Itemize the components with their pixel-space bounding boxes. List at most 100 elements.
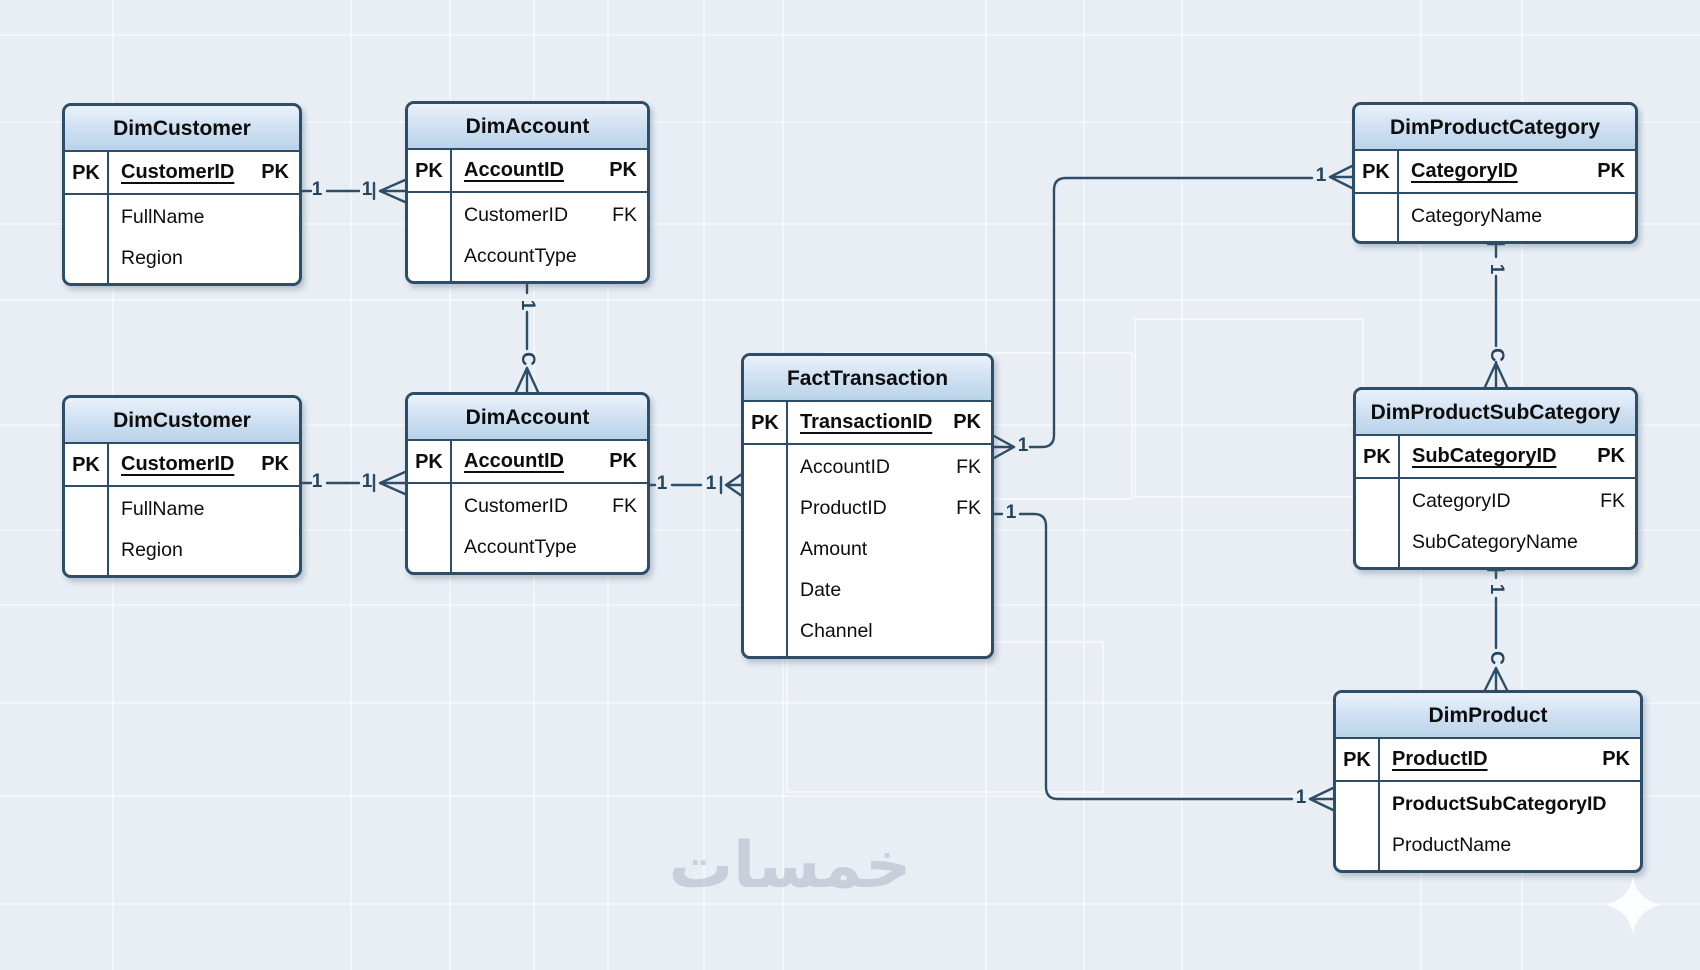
pk-column-empty (744, 445, 788, 656)
entity-dimproduct[interactable]: DimProduct PK ProductID PK ProductSubCat… (1333, 690, 1643, 873)
attribute-row: FullName (109, 197, 299, 238)
key-name: TransactionID (800, 411, 933, 433)
cardinality-label: 1 (1486, 583, 1507, 595)
table-title: FactTransaction (744, 356, 991, 402)
table-title: DimProduct (1336, 693, 1640, 739)
attribute-row: AccountType (452, 236, 647, 277)
key-tag: PK (1597, 445, 1625, 467)
pk-column-empty (65, 487, 109, 575)
key-tag: PK (261, 161, 289, 183)
attribute-row: Region (109, 238, 299, 279)
key-name: CustomerID (121, 453, 235, 475)
cardinality-label: 1 (361, 179, 373, 200)
grid-line (1083, 0, 1085, 970)
attribute-row: Amount (788, 529, 991, 570)
pk-column-label: PK (65, 152, 109, 195)
attribute-row: AccountType (452, 527, 647, 568)
cardinality-label: 1 (705, 473, 717, 494)
pk-column-empty (1356, 479, 1400, 567)
entity-dimaccount-bottom[interactable]: DimAccount PK AccountID PK CustomerID FK… (405, 392, 650, 575)
attribute-row: FullName (109, 489, 299, 530)
table-title: DimProductSubCategory (1356, 390, 1635, 436)
key-tag: PK (261, 453, 289, 475)
pk-column-label: PK (65, 444, 109, 487)
cardinality-label: C (517, 352, 538, 366)
cardinality-label: 1 (656, 473, 668, 494)
key-tag: PK (1597, 160, 1625, 182)
cardinality-label: 1 (1017, 435, 1029, 456)
grid-line (0, 702, 1700, 704)
attr-name: CustomerID (464, 204, 569, 226)
grid-line (0, 121, 1700, 123)
grid-line (350, 0, 352, 970)
attr-name: Region (121, 539, 183, 561)
attribute-row: ProductName (1380, 825, 1640, 866)
pk-column-empty (1355, 194, 1399, 241)
attribute-row: Channel (788, 611, 991, 652)
key-name: ProductID (1392, 748, 1488, 770)
attribute-row: CategoryName (1399, 196, 1635, 237)
cardinality-label: 1 (1315, 165, 1327, 186)
attr-name: CategoryName (1411, 205, 1543, 227)
key-tag: PK (1602, 748, 1630, 770)
entity-dimproductcategory[interactable]: DimProductCategory PK CategoryID PK Cate… (1352, 102, 1638, 244)
attribute-row: SubCategoryName (1400, 522, 1635, 563)
grid-line (0, 903, 1700, 905)
table-title: DimAccount (408, 395, 647, 441)
attr-tag: FK (956, 497, 981, 519)
cardinality-label: C (1486, 651, 1507, 665)
pk-column-label: PK (408, 441, 452, 484)
attr-name: Region (121, 247, 183, 269)
cardinality-label: C (1486, 348, 1507, 362)
key-row: CustomerID PK (109, 444, 299, 487)
attribute-row: Region (109, 530, 299, 571)
entity-dimcustomer-top[interactable]: DimCustomer PK CustomerID PK FullName Re… (62, 103, 302, 286)
key-name: CategoryID (1411, 160, 1518, 182)
attr-name: FullName (121, 206, 205, 228)
attr-name: CategoryID (1412, 490, 1511, 512)
attr-tag: FK (956, 456, 981, 478)
pk-column-empty (65, 195, 109, 283)
cardinality-label: 1 (517, 299, 538, 311)
key-tag: PK (609, 159, 637, 181)
cardinality-label: 1 (1295, 787, 1307, 808)
pk-column-empty (1336, 782, 1380, 870)
attr-tag: FK (1600, 490, 1625, 512)
pk-column-label: PK (1355, 151, 1399, 194)
grid-rect (1134, 318, 1364, 498)
key-tag: PK (609, 450, 637, 472)
table-title: DimAccount (408, 104, 647, 150)
table-title: DimCustomer (65, 106, 299, 152)
entity-facttransaction[interactable]: FactTransaction PK TransactionID PK Acco… (741, 353, 994, 659)
key-name: AccountID (464, 450, 564, 472)
cardinality-label: 1 (311, 471, 323, 492)
attribute-row: CustomerID FK (452, 486, 647, 527)
pk-column-label: PK (1356, 436, 1400, 479)
entity-dimcustomer-bottom[interactable]: DimCustomer PK CustomerID PK FullName Re… (62, 395, 302, 578)
pk-column-label: PK (408, 150, 452, 193)
table-title: DimCustomer (65, 398, 299, 444)
grid-line (0, 299, 1700, 301)
cardinality-label: 1 (311, 179, 323, 200)
attr-name: AccountID (800, 456, 890, 478)
attr-name: SubCategoryName (1412, 531, 1578, 553)
key-row: TransactionID PK (788, 402, 991, 445)
attr-name: Date (800, 579, 842, 601)
attr-name: Channel (800, 620, 873, 642)
attr-tag: FK (612, 495, 637, 517)
grid-rect (786, 641, 1104, 793)
attribute-row: CustomerID FK (452, 195, 647, 236)
entity-dimaccount-top[interactable]: DimAccount PK AccountID PK CustomerID FK… (405, 101, 650, 284)
attribute-row: CategoryID FK (1400, 481, 1635, 522)
attribute-row: ProductSubCategoryID (1380, 784, 1640, 825)
attr-name: AccountType (464, 536, 577, 558)
entity-dimproductsubcategory[interactable]: DimProductSubCategory PK SubCategoryID P… (1353, 387, 1638, 570)
key-name: SubCategoryID (1412, 445, 1557, 467)
key-row: AccountID PK (452, 441, 647, 484)
key-row: CustomerID PK (109, 152, 299, 195)
grid-line (1181, 0, 1183, 970)
pk-column-label: PK (744, 402, 788, 445)
grid-line (0, 223, 1700, 225)
watermark-text: خمسات (668, 829, 912, 901)
attr-name: FullName (121, 498, 205, 520)
